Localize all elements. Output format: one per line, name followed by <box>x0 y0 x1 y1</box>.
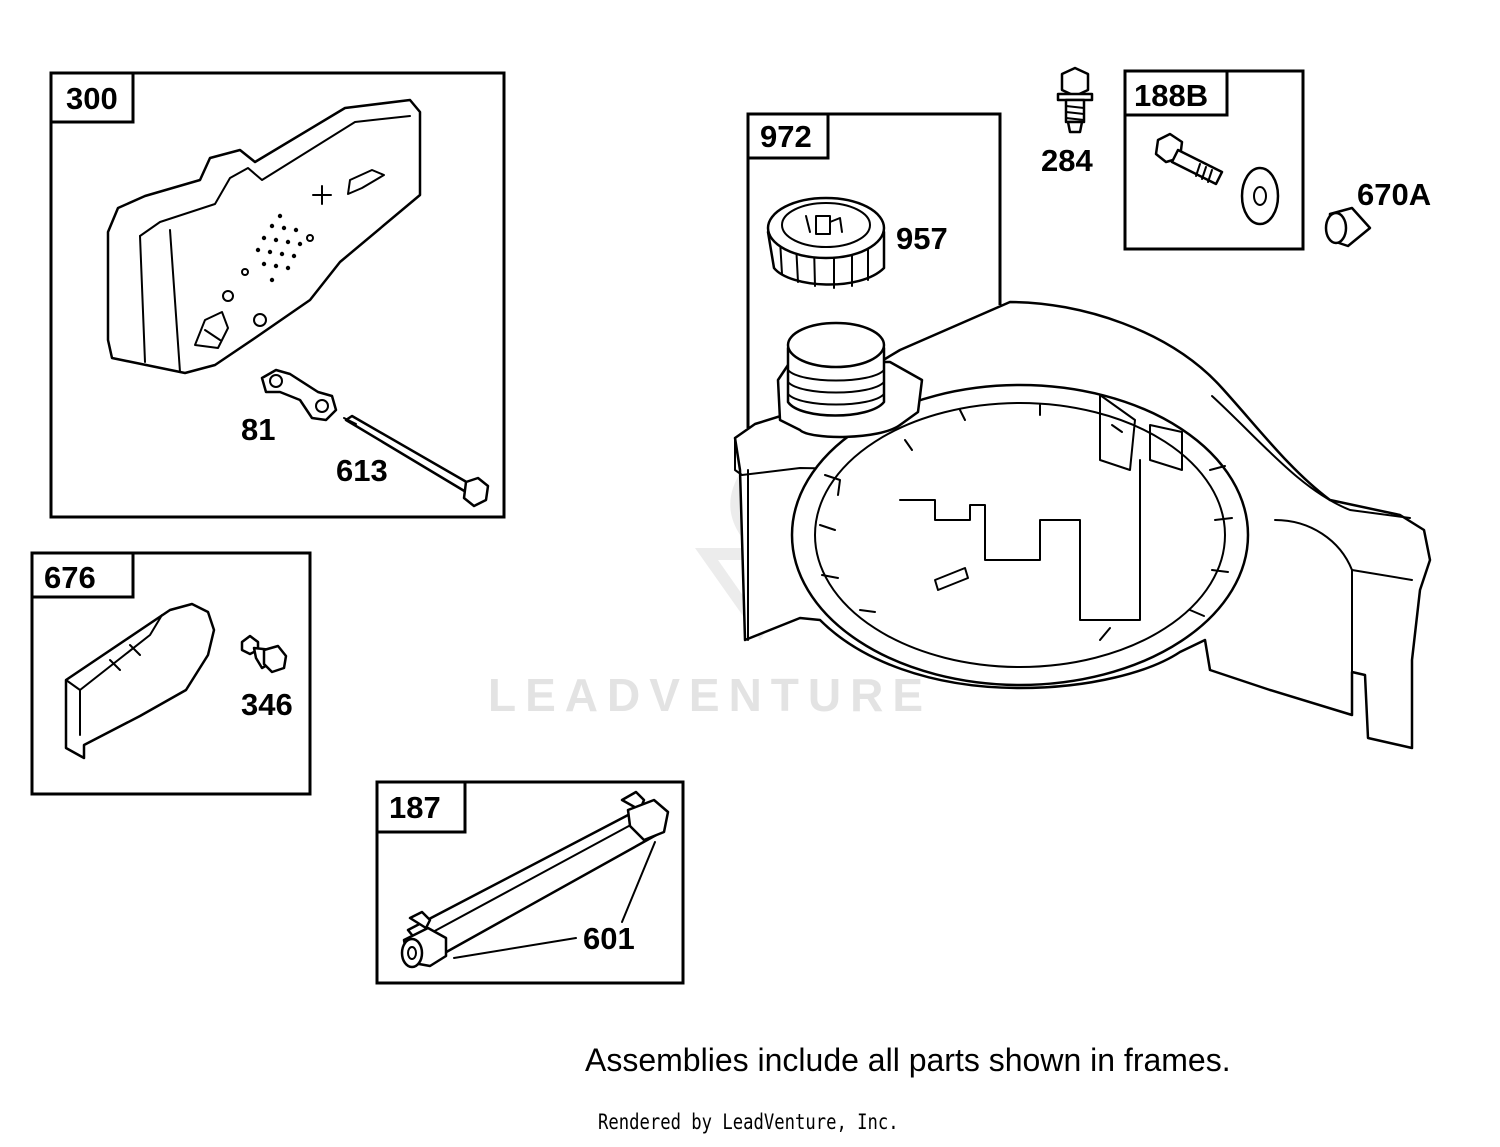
part-957-fuel-cap <box>766 196 886 289</box>
part-81-bracket <box>260 368 338 422</box>
frame-188B-label: 188B <box>1134 78 1208 113</box>
fuel-tank-drawing <box>733 300 1432 750</box>
frame-300: 300 <box>49 71 506 519</box>
leader-601-upper <box>621 841 656 923</box>
assembly-note: Assemblies include all parts shown in fr… <box>585 1042 1231 1078</box>
part-670A-spacer <box>1324 206 1372 248</box>
muffler-drawing <box>106 98 422 375</box>
hose-clamp-bottom <box>400 910 448 969</box>
hose-clamp-top <box>620 790 670 842</box>
callout-601: 601 <box>583 921 635 956</box>
part-601-fuel-hose <box>400 790 670 969</box>
part-188B-bolt <box>1154 132 1224 186</box>
callout-346: 346 <box>241 687 293 722</box>
frame-972: 972 957 <box>733 112 1432 750</box>
frame-188B: 188B <box>1123 69 1305 251</box>
part-346-screw <box>240 634 288 674</box>
part-284-bolt <box>1056 66 1094 134</box>
frame-676-label: 676 <box>44 560 96 595</box>
frame-676: 676 346 <box>30 551 312 796</box>
callout-670A: 670A <box>1357 177 1431 212</box>
leader-601-lower <box>453 937 577 959</box>
muffler-vent-holes <box>255 213 303 283</box>
callout-613: 613 <box>336 453 388 488</box>
frame-972-label: 972 <box>760 119 812 154</box>
render-credit: Rendered by LeadVenture, Inc. <box>598 1110 899 1134</box>
frame-187: 187 601 <box>375 780 685 985</box>
frame-187-label: 187 <box>389 790 441 825</box>
callout-81: 81 <box>241 412 275 447</box>
tank-filler-neck <box>776 321 924 439</box>
part-613-bolt <box>343 414 490 508</box>
watermark-text: LEADVENTURE <box>488 669 932 721</box>
part-676-heat-shield <box>64 602 216 760</box>
callout-957: 957 <box>896 221 948 256</box>
frame-300-label: 300 <box>66 81 118 116</box>
callout-284: 284 <box>1041 143 1093 178</box>
part-188B-washer <box>1240 166 1280 226</box>
